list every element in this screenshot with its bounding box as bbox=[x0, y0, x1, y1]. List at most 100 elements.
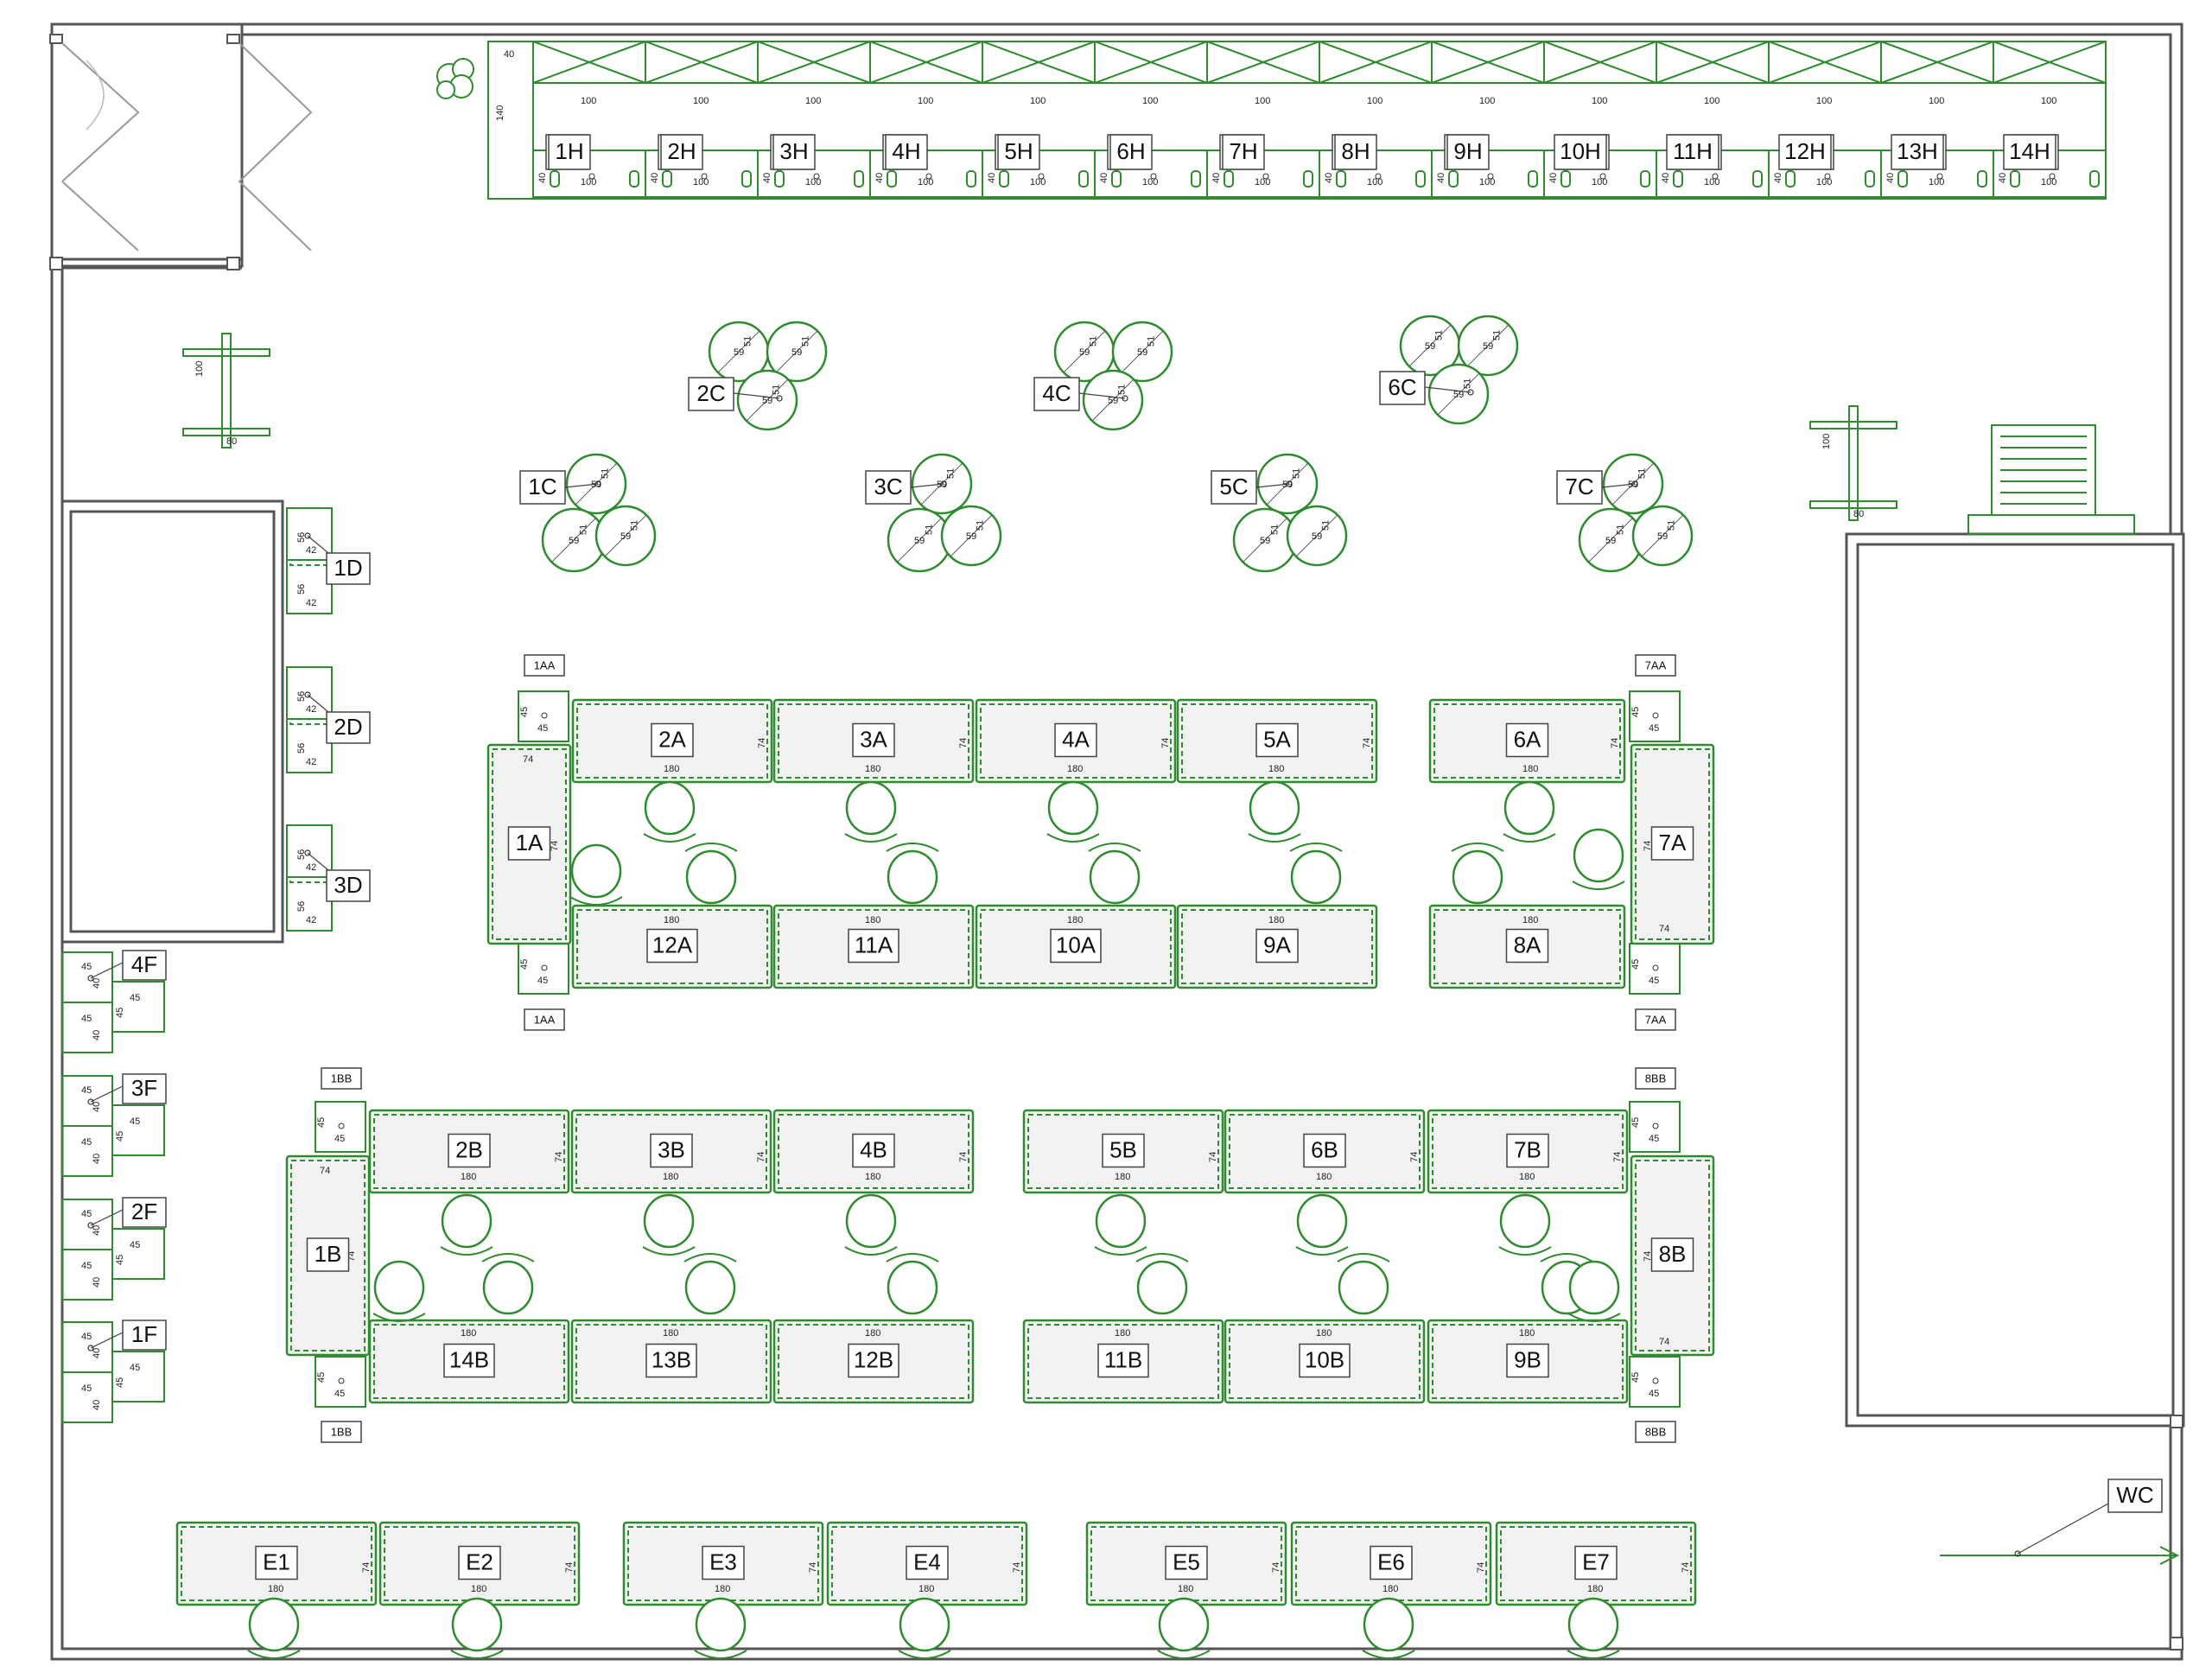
workstation-label[interactable]: 13B bbox=[645, 1343, 697, 1378]
shelf-brace bbox=[1880, 41, 1994, 84]
workstation-label[interactable]: 1AA bbox=[524, 1008, 565, 1031]
entrance-doors[interactable] bbox=[61, 42, 313, 251]
workstation-label[interactable]: 3H bbox=[772, 134, 816, 170]
dimension-text: 56 bbox=[296, 532, 307, 543]
dimension-text: 74 bbox=[320, 1166, 330, 1176]
chair-seat bbox=[1296, 1193, 1348, 1249]
workstation-label[interactable]: 1F bbox=[122, 1320, 167, 1351]
chair-seat bbox=[1363, 1597, 1414, 1652]
dimension-text: 74 bbox=[1271, 1562, 1281, 1573]
workstation-label[interactable]: 8A bbox=[1505, 928, 1549, 964]
workstation-label[interactable]: 8BB bbox=[1635, 1421, 1676, 1443]
workstation-label[interactable]: 12B bbox=[848, 1343, 899, 1378]
workstation-label[interactable]: 2F bbox=[122, 1197, 167, 1228]
workstation-label[interactable]: 1BB bbox=[321, 1067, 362, 1090]
workstation-label[interactable]: 7C bbox=[1556, 470, 1603, 505]
workstation-label[interactable]: 8B bbox=[1650, 1237, 1694, 1272]
chair-icon bbox=[1567, 1260, 1621, 1322]
workstation-label[interactable]: 10H bbox=[1554, 134, 1607, 170]
workstation-label[interactable]: 9B bbox=[1506, 1343, 1549, 1378]
workstation-label[interactable]: 8H bbox=[1334, 134, 1377, 170]
workstation-label[interactable]: 8BB bbox=[1635, 1067, 1676, 1090]
workstation-label[interactable]: 12A bbox=[646, 928, 698, 964]
workstation-label[interactable]: 6B bbox=[1303, 1133, 1346, 1168]
workstation-label[interactable]: 4A bbox=[1054, 722, 1097, 758]
workstation-label[interactable]: 7A bbox=[1650, 826, 1694, 861]
workstation-label[interactable]: 4C bbox=[1033, 377, 1080, 411]
shelf-brace bbox=[982, 41, 1096, 84]
workstation-label[interactable]: 7AA bbox=[1635, 654, 1676, 677]
chair-axis bbox=[1641, 514, 1684, 557]
workstation-label[interactable]: 2B bbox=[448, 1133, 491, 1168]
label-box bbox=[548, 134, 591, 170]
workstation-label[interactable]: 4F bbox=[122, 950, 167, 981]
workstation-label[interactable]: 3B bbox=[650, 1133, 693, 1168]
workstation-label[interactable]: 1AA bbox=[524, 654, 565, 677]
label-box bbox=[1054, 722, 1097, 758]
workstation-label[interactable]: 10A bbox=[1050, 928, 1102, 964]
workstation-label[interactable]: 3C bbox=[865, 470, 912, 505]
workstation-label[interactable]: 5A bbox=[1255, 722, 1299, 758]
dimension-text: 51 bbox=[578, 525, 588, 535]
workstation-label[interactable]: 11H bbox=[1666, 134, 1719, 170]
workstation-label[interactable]: 4H bbox=[885, 134, 928, 170]
workstation-label[interactable]: 5B bbox=[1102, 1133, 1145, 1168]
workstation-label[interactable]: 9A bbox=[1255, 928, 1299, 964]
workstation-label[interactable]: 6C bbox=[1379, 371, 1426, 405]
workstation-label[interactable]: 11A bbox=[848, 928, 899, 964]
workstation-label[interactable]: E7 bbox=[1574, 1545, 1618, 1580]
workstation-label[interactable]: 1D bbox=[326, 552, 371, 585]
dimension-text: 42 bbox=[306, 862, 316, 873]
workstation-label[interactable]: E1 bbox=[255, 1545, 298, 1580]
workstation-label[interactable]: 7B bbox=[1506, 1133, 1549, 1168]
dimension-text: 42 bbox=[306, 704, 316, 715]
workstation-label[interactable]: 3F bbox=[122, 1073, 167, 1104]
workstation-label[interactable]: 14B bbox=[443, 1343, 495, 1378]
workstation-label[interactable]: 3A bbox=[852, 722, 895, 758]
label-text: 3B bbox=[658, 1136, 685, 1162]
workstation-label[interactable]: 7AA bbox=[1635, 1008, 1676, 1031]
workstation-label[interactable]: 14H bbox=[2003, 134, 2056, 170]
workstation-label[interactable]: 3D bbox=[326, 869, 371, 902]
label-box bbox=[852, 1133, 895, 1168]
pin-marker bbox=[1824, 173, 1831, 180]
workstation-label[interactable]: 1C bbox=[519, 470, 566, 505]
workstation-label[interactable]: E5 bbox=[1165, 1545, 1208, 1580]
workstation-label[interactable]: 2H bbox=[660, 134, 703, 170]
shelf-brace bbox=[1543, 41, 1657, 84]
workstation-label[interactable]: 6A bbox=[1505, 722, 1549, 758]
workstation-label[interactable]: 13H bbox=[1891, 134, 1944, 170]
dimension-text: 40 bbox=[537, 173, 548, 183]
workstation-label[interactable]: 10B bbox=[1299, 1343, 1351, 1378]
chair-back bbox=[844, 1246, 898, 1256]
workstation-label[interactable]: 5C bbox=[1211, 470, 1257, 505]
shelf-handle bbox=[1560, 170, 1571, 188]
workstation-label[interactable]: 5H bbox=[997, 134, 1040, 170]
workstation-label[interactable]: 1A bbox=[507, 826, 551, 861]
chair-axis bbox=[1121, 330, 1164, 373]
workstation-label[interactable]: 7H bbox=[1222, 134, 1265, 170]
workstation-label[interactable]: 1B bbox=[306, 1237, 350, 1272]
workstation-label[interactable]: 4B bbox=[852, 1133, 895, 1168]
label-text: 5C bbox=[1219, 474, 1248, 499]
workstation-label[interactable]: 2A bbox=[651, 722, 694, 758]
workstation-label[interactable]: E6 bbox=[1370, 1545, 1413, 1580]
workstation-label[interactable]: E3 bbox=[702, 1545, 745, 1580]
cabinet-body bbox=[111, 1228, 165, 1280]
workstation-label[interactable]: E2 bbox=[458, 1545, 501, 1580]
label-text: 8H bbox=[1341, 138, 1370, 164]
label-text: 7H bbox=[1229, 138, 1257, 164]
workstation-label[interactable]: 1BB bbox=[321, 1421, 362, 1443]
workstation-label[interactable]: 1H bbox=[548, 134, 591, 170]
workstation-label[interactable]: 2D bbox=[326, 711, 371, 744]
workstation-label[interactable]: 6H bbox=[1109, 134, 1153, 170]
pin-marker bbox=[1652, 964, 1659, 971]
workstation-label[interactable]: 9H bbox=[1446, 134, 1490, 170]
label-text: 4A bbox=[1062, 726, 1090, 752]
workstation-label[interactable]: 2C bbox=[688, 377, 734, 411]
workstation-label[interactable]: E4 bbox=[906, 1545, 949, 1580]
workstation-label[interactable]: 12H bbox=[1778, 134, 1832, 170]
dimension-text: 51 bbox=[1269, 525, 1280, 535]
workstation-label[interactable]: 11B bbox=[1097, 1343, 1149, 1378]
